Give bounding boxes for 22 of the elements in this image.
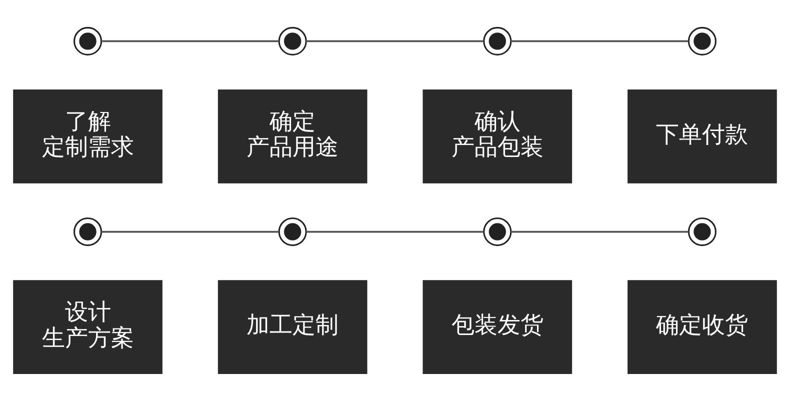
node-box: 确定收货 [628,280,777,374]
node-circle [483,217,512,246]
node-circle [73,217,102,246]
node-circle [483,26,512,55]
node-circle [278,217,307,246]
node-box: 加工定制 [218,280,368,374]
node-circle [688,26,717,55]
node-circle [278,26,307,55]
connector [101,230,279,232]
connector [511,40,688,42]
node-box: 包装发货 [422,280,572,374]
node-box: 确认产品包装 [422,89,572,183]
node-box: 确定产品用途 [218,89,368,183]
node-circle [688,217,717,246]
connector [101,40,279,42]
node-box: 设计生产方案 [13,280,162,374]
node-box: 了解定制需求 [13,89,162,183]
node-circle [73,26,102,55]
connector [511,230,688,232]
node-box: 下单付款 [628,89,777,183]
connector [306,230,484,232]
connector [306,40,484,42]
